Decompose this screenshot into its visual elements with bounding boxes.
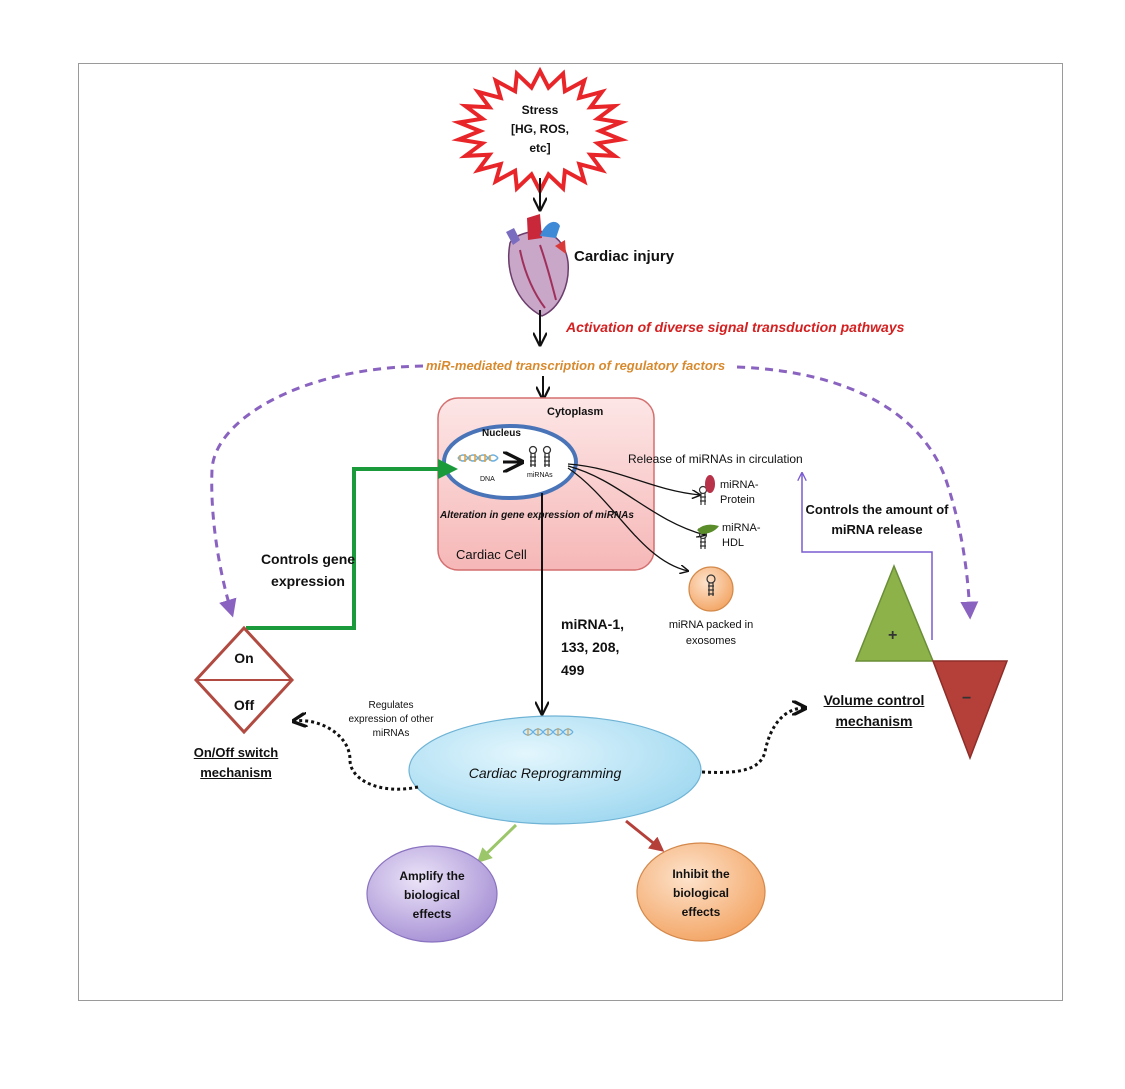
controls-gene-line-2: expression	[271, 573, 345, 589]
stress-line-3: etc]	[529, 141, 551, 155]
stress-line-2: [HG, ROS,	[510, 122, 569, 136]
mirna-protein-line-2: Protein	[720, 494, 755, 506]
to-inhibit-arrow	[625, 819, 665, 852]
reprogramming-to-volume-arrow	[701, 708, 804, 774]
stress-label: Stress [HG, ROS, etc]	[505, 101, 575, 158]
nucleus-label: Nucleus	[482, 428, 521, 439]
switch-title-line-2: mechanism	[200, 765, 272, 780]
amplify-line-3: effects	[412, 907, 452, 921]
inhibit-line-2: biological	[672, 886, 729, 900]
mirna-list-line-3: 499	[561, 662, 585, 678]
dna-helix-icon	[457, 454, 499, 462]
figure-frame	[78, 63, 1063, 1001]
regulates-line-2: expression of other	[348, 714, 434, 725]
volume-plus-triangle[interactable]	[854, 564, 935, 662]
release-label: Release of miRNAs in circulation	[628, 452, 803, 466]
volume-minus-label: −	[962, 690, 972, 707]
controls-amount-line-1: Controls the amount of	[805, 502, 949, 517]
switch-on-label[interactable]: On	[234, 650, 254, 666]
gene-expression-control-line	[246, 459, 458, 630]
controls-gene-label: Controls gene expression	[240, 548, 376, 592]
release-curve-exosome	[567, 467, 688, 571]
release-control-line	[802, 474, 933, 640]
reprogramming-label: Cardiac Reprogramming	[468, 765, 622, 781]
volume-title-line-1: Volume control	[823, 692, 925, 708]
mirna-list-line-2: 133, 208,	[561, 639, 620, 655]
cardiac-cell-label: Cardiac Cell	[456, 547, 527, 562]
mirna-protein-label: miRNA- Protein	[720, 478, 759, 508]
release-curve-hdl	[567, 465, 705, 535]
cardiac-reprogramming	[408, 715, 702, 825]
volume-title-line-2: mechanism	[835, 713, 913, 729]
mirna-protein-icon	[698, 475, 715, 505]
exosome-line-2: exosomes	[685, 635, 737, 647]
mirna-list-label: miRNA-1, 133, 208, 499	[561, 613, 624, 682]
amplify-label: Amplify the biological effects	[387, 867, 477, 924]
switch-off-label[interactable]: Off	[233, 697, 255, 713]
alteration-label: Alteration in gene expression of miRNAs	[440, 510, 634, 521]
inhibit-line-3: effects	[681, 905, 721, 919]
controls-amount-label: Controls the amount of miRNA release	[792, 500, 962, 540]
heart-icon	[506, 214, 569, 317]
mirna-hdl-line-1: miRNA-	[722, 522, 761, 534]
switch-title: On/Off switch mechanism	[176, 743, 296, 783]
stress-line-1: Stress	[521, 103, 559, 117]
mirna-list-line-1: miRNA-1,	[561, 616, 625, 632]
regulates-label: Regulates expression of other miRNAs	[336, 699, 446, 741]
exosome-circle	[688, 566, 734, 612]
mirna-protein-line-1: miRNA-	[720, 479, 759, 491]
cytoplasm-label: Cytoplasm	[547, 406, 604, 418]
reprogramming-dna-icon	[522, 728, 574, 736]
controls-gene-line-1: Controls gene	[260, 551, 356, 567]
reprogramming-to-switch-arrow	[295, 721, 419, 791]
mir-mediated-label: miR-mediated transcription of regulatory…	[426, 358, 726, 373]
right-dashed-arc	[736, 365, 979, 620]
exosome-line-1: miRNA packed in	[668, 619, 754, 631]
cardiac-injury-label: Cardiac injury	[574, 248, 675, 265]
dna-label: DNA	[480, 476, 495, 483]
exosome-mirna-icon	[706, 574, 716, 596]
inhibit-line-1: Inhibit the	[672, 867, 730, 881]
volume-minus-triangle[interactable]	[931, 660, 1009, 761]
exosome-label: miRNA packed in exosomes	[661, 617, 761, 649]
inhibit-label: Inhibit the biological effects	[656, 865, 746, 922]
amplify-line-2: biological	[403, 888, 460, 902]
mirna-hdl-label: miRNA- HDL	[722, 521, 761, 551]
mirnas-label: miRNAs	[527, 472, 553, 479]
volume-plus-label: +	[888, 627, 898, 644]
switch-title-line-1: On/Off switch	[193, 745, 279, 760]
volume-title: Volume control mechanism	[806, 690, 942, 732]
amplify-line-1: Amplify the	[399, 869, 465, 883]
inhibit-circle	[636, 842, 766, 942]
regulates-line-3: miRNAs	[372, 728, 410, 739]
regulates-line-1: Regulates	[368, 700, 414, 711]
mirna-hairpin-icon	[528, 445, 552, 467]
mirna-hdl-icon	[697, 524, 719, 549]
controls-amount-line-2: miRNA release	[831, 522, 923, 537]
left-dashed-arc	[210, 364, 424, 618]
to-amplify-arrow	[476, 823, 518, 864]
amplify-circle	[366, 845, 498, 943]
release-curve-protein	[567, 463, 700, 495]
activation-label: Activation of diverse signal transductio…	[566, 319, 905, 335]
mirna-hdl-line-2: HDL	[722, 537, 745, 549]
